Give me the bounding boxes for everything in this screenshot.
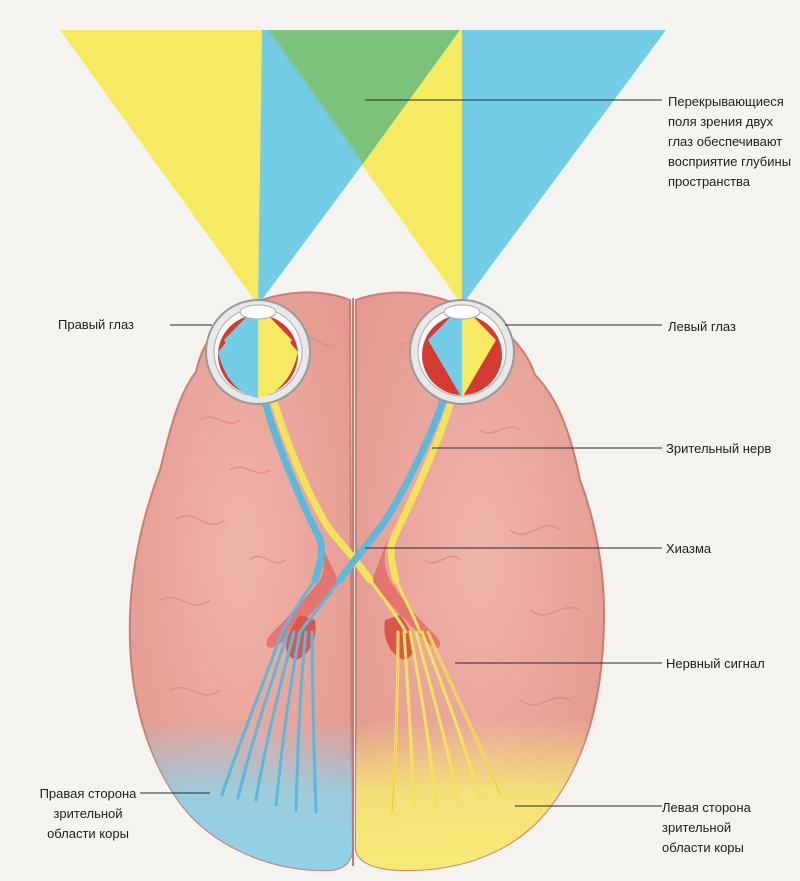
right-eye-yellow-field <box>60 30 262 305</box>
optic-pathways <box>220 391 502 814</box>
lateral-geniculate-left <box>286 615 316 660</box>
left-visual-cortex-label: Левая сторона зрительной области коры <box>662 800 751 855</box>
right-optic-tract-region <box>372 520 441 648</box>
overlapping-fields-label: Перекрывающиеся поля зрения двух глаз об… <box>668 94 792 189</box>
left-optic-nerve-blue <box>336 391 449 584</box>
left-eye <box>409 299 515 405</box>
brain <box>128 291 606 872</box>
right-visual-cortex <box>129 720 352 871</box>
right-eye <box>205 299 311 405</box>
chiasm-label: Хиазма <box>666 541 712 556</box>
nerve-signal-label: Нервный сигнал <box>666 656 765 671</box>
right-optic-nerve-blue <box>260 394 325 584</box>
right-eye-label: Правый глаз <box>58 317 135 332</box>
overlapping-field <box>266 30 460 165</box>
right-visual-cortex-label: Правая сторона зрительной области коры <box>39 786 137 841</box>
left-optic-nerve-yellow <box>387 394 456 584</box>
left-eye-label: Левый глаз <box>668 319 736 334</box>
optic-nerve-label: Зрительный нерв <box>666 441 772 456</box>
visual-fields <box>60 30 666 305</box>
overlap-blue-edge <box>266 30 362 165</box>
leader-lines <box>140 99 662 807</box>
left-eye-blue-field <box>462 30 666 305</box>
blue-nerve-signals <box>220 578 342 814</box>
